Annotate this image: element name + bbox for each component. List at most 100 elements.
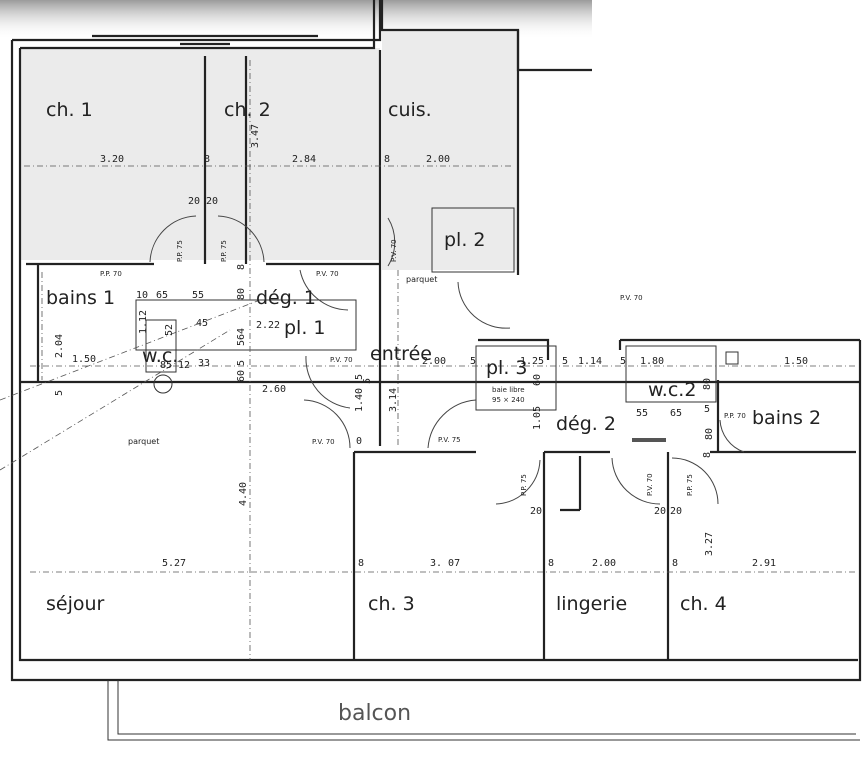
dim-180: 1.80 — [640, 356, 664, 367]
label-balcon: balcon — [338, 701, 411, 726]
dim-347: 3.47 — [250, 124, 261, 148]
door-pv75-a: P.V. 75 — [438, 436, 461, 444]
balcony — [107, 680, 860, 741]
dim-527: 5.27 — [162, 558, 186, 569]
label-entree: entrée — [370, 343, 432, 365]
dim-5b: 5 — [236, 360, 247, 366]
grey-fill-kitchen — [382, 30, 518, 270]
label-deg1: dég. 1 — [256, 287, 316, 309]
dim-125: 1.25 — [520, 356, 544, 367]
baie-libre-size: 95 × 240 — [492, 396, 525, 404]
dim-20e: 20 — [670, 506, 682, 517]
dim-140: 1.40 — [354, 388, 365, 412]
label-wc2: w.c.2 — [648, 379, 696, 401]
dim-284: 2.84 — [292, 154, 316, 165]
dim-314: 3.14 — [388, 388, 399, 412]
dim-200c: 2.00 — [592, 558, 616, 569]
dim-64: 64 — [236, 328, 247, 340]
grey-fill-left — [20, 48, 380, 260]
dim-5a: 5 — [236, 340, 247, 346]
dim-33: 33 — [198, 358, 210, 369]
door-pp70-b: P.P. 70 — [724, 412, 746, 420]
dim-327: 3.27 — [704, 532, 715, 556]
door-pp75-a: P.P. 75 — [176, 240, 184, 262]
dim-20b: 20 — [206, 196, 218, 207]
dim-8f: 8 — [672, 558, 678, 569]
dim-8g: 8 — [702, 452, 713, 458]
label-bains1: bains 1 — [46, 287, 115, 309]
dim-10: 10 — [136, 290, 148, 301]
dim-8e: 8 — [548, 558, 554, 569]
dim-60a: 60 — [236, 370, 247, 382]
dim-8b: 8 — [384, 154, 390, 165]
dim-80: 80 — [236, 288, 247, 300]
door-pp75-b: P.P. 75 — [220, 240, 228, 262]
interior-walls — [26, 50, 856, 660]
dim-5g: 5 — [704, 404, 710, 415]
label-pl3: pl. 3 — [486, 357, 528, 379]
dim-55b: 55 — [636, 408, 648, 419]
label-wc1: w.c. — [142, 345, 178, 367]
label-lingerie: lingerie — [556, 593, 627, 615]
dim-260: 2.60 — [262, 384, 286, 395]
label-deg2: dég. 2 — [556, 413, 616, 435]
dim-20a: 20 — [188, 196, 200, 207]
dim-8c: 8 — [236, 264, 247, 270]
door-pp75-c: P.P. 75 — [520, 474, 528, 496]
dim-222: 2.22 — [256, 320, 280, 331]
dim-5d: 5 — [470, 356, 476, 367]
dim-80b: 80 — [702, 378, 713, 390]
dim-5i: 5 — [354, 374, 365, 380]
dim-150a: 1.50 — [72, 354, 96, 365]
dim-65b: 65 — [670, 408, 682, 419]
label-ch1: ch. 1 — [46, 99, 93, 121]
parquet-entree: parquet — [406, 275, 437, 284]
label-sejour: séjour — [46, 593, 105, 615]
door-pv70-c: P.V. 70 — [330, 356, 353, 364]
label-cuis: cuis. — [388, 99, 432, 121]
exterior-walls — [10, 0, 862, 682]
dim-8d: 8 — [358, 558, 364, 569]
baie-libre-label: baie libre — [492, 386, 525, 394]
wc2-fixture — [725, 351, 739, 365]
dim-204: 2.04 — [54, 334, 65, 358]
dim-5h: 5 — [362, 378, 373, 384]
label-pl1: pl. 1 — [284, 317, 326, 339]
dim-291: 2.91 — [752, 558, 776, 569]
dim-440: 4.40 — [238, 482, 249, 506]
label-pl2: pl. 2 — [444, 229, 486, 251]
parquet-sejour: parquet — [128, 437, 159, 446]
dim-85: 85 — [160, 360, 172, 371]
dim-80c: 80 — [704, 428, 715, 440]
dim-20d: 20 — [654, 506, 666, 517]
dim-112: 1.12 — [138, 310, 149, 334]
door-pv70-b: P.V. 70 — [390, 239, 398, 262]
door-pv70-f: P.V. 70 — [620, 294, 643, 302]
dim-8a: 8 — [204, 154, 210, 165]
bathtub-drain — [153, 374, 173, 394]
dim-320: 3.20 — [100, 154, 124, 165]
label-ch4: ch. 4 — [680, 593, 727, 615]
dim-150b: 1.50 — [784, 356, 808, 367]
dim-5e: 5 — [562, 356, 568, 367]
dim-105: 1.05 — [532, 406, 543, 430]
dim-65: 65 — [156, 290, 168, 301]
dim-307: 3. 07 — [430, 558, 460, 569]
label-bains2: bains 2 — [752, 407, 821, 429]
dimension-lines — [0, 60, 856, 660]
dim-5f: 5 — [620, 356, 626, 367]
label-ch2: ch. 2 — [224, 99, 271, 121]
dim-20c: 20 — [530, 506, 542, 517]
label-ch3: ch. 3 — [368, 593, 415, 615]
door-pv70-d: P.V. 70 — [312, 438, 335, 446]
dim-52: 52 — [164, 324, 175, 336]
dim-45: 45 — [196, 318, 208, 329]
door-pv70-a: P.V. 70 — [316, 270, 339, 278]
dim-114: 1.14 — [578, 356, 602, 367]
door-pv70-e: P.V. 70 — [646, 473, 654, 496]
door-pp70-a: P.P. 70 — [100, 270, 122, 278]
dim-0: 0 — [356, 436, 362, 447]
dim-12: 12 — [178, 360, 190, 371]
dim-60b: 60 — [532, 374, 543, 386]
